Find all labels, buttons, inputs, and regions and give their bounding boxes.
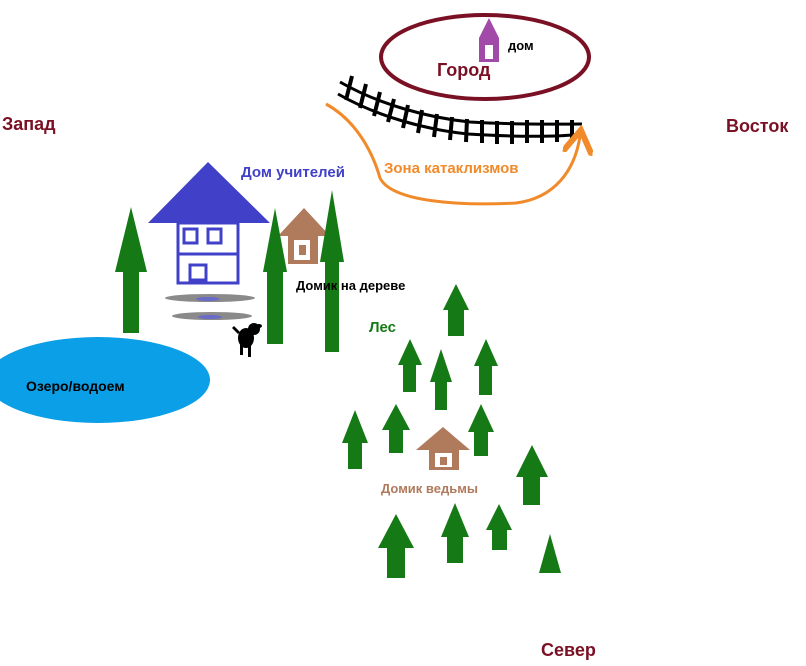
tree-icon — [320, 190, 344, 352]
stepping-stones — [165, 294, 255, 320]
tree-icon — [382, 404, 410, 453]
tree-icon — [443, 284, 469, 336]
direction-north-label: Север — [541, 640, 596, 660]
cataclysm-zone-outline — [325, 102, 580, 206]
city-label: Город — [437, 60, 491, 80]
city-house-icon — [479, 18, 499, 62]
teachers-house-label: Дом учителей — [241, 164, 345, 181]
witch-house-label: Домик ведьмы — [381, 481, 478, 496]
lake-label: Озеро/водоем — [26, 378, 125, 394]
witch-house-icon — [416, 427, 470, 470]
tree-icon — [342, 410, 368, 469]
tree-icon — [398, 339, 422, 392]
tree-icon — [378, 514, 414, 578]
tree-icon — [468, 404, 494, 456]
trees-group — [115, 190, 561, 578]
lake-shape — [0, 337, 210, 423]
direction-east-label: Восток — [726, 116, 789, 136]
forest-label: Лес — [369, 319, 397, 336]
teachers-house-icon — [148, 162, 270, 285]
city-house-label: дом — [508, 38, 534, 53]
tree-icon — [263, 208, 287, 344]
treehouse-label: Домик на дереве — [296, 278, 406, 293]
tree-icon — [441, 503, 469, 563]
city-ring — [379, 13, 591, 101]
tree-icon — [539, 534, 561, 573]
tree-icon — [516, 445, 548, 505]
tree-icon — [430, 349, 452, 410]
railway-icon — [337, 75, 583, 144]
tree-icon — [474, 339, 498, 395]
dog-icon — [232, 323, 262, 357]
tree-icon — [486, 504, 512, 550]
direction-west-label: Запад — [2, 114, 56, 134]
tree-icon — [115, 207, 147, 333]
treehouse-icon — [278, 208, 330, 264]
cataclysm-zone-label: Зона катаклизмов — [384, 160, 519, 177]
